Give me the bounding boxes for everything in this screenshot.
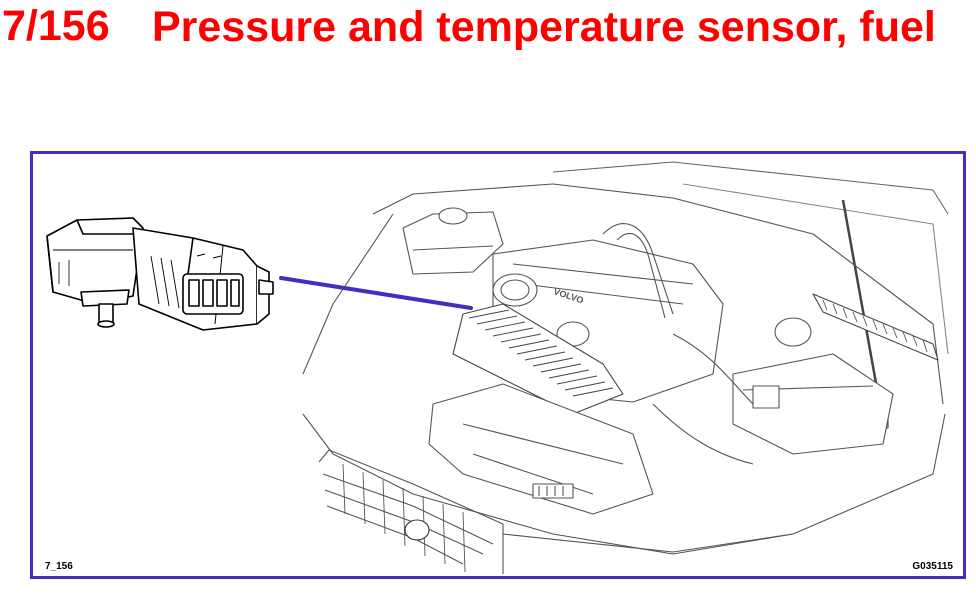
figure-frame: VOLVO 7_156 G035115 [30, 151, 966, 579]
pointer-line [279, 276, 473, 310]
page-title: Pressure and temperature sensor, fuel [152, 3, 936, 51]
section-number: 7/156 [2, 2, 110, 50]
figure-code-left: 7_156 [45, 561, 73, 572]
engine-components [318, 223, 939, 574]
engine-bay-illustration: VOLVO [46, 161, 949, 574]
intake-ribbing [468, 309, 614, 397]
fuel-sensor-drawing [46, 217, 274, 331]
figure-code-right: G035115 [912, 561, 953, 572]
